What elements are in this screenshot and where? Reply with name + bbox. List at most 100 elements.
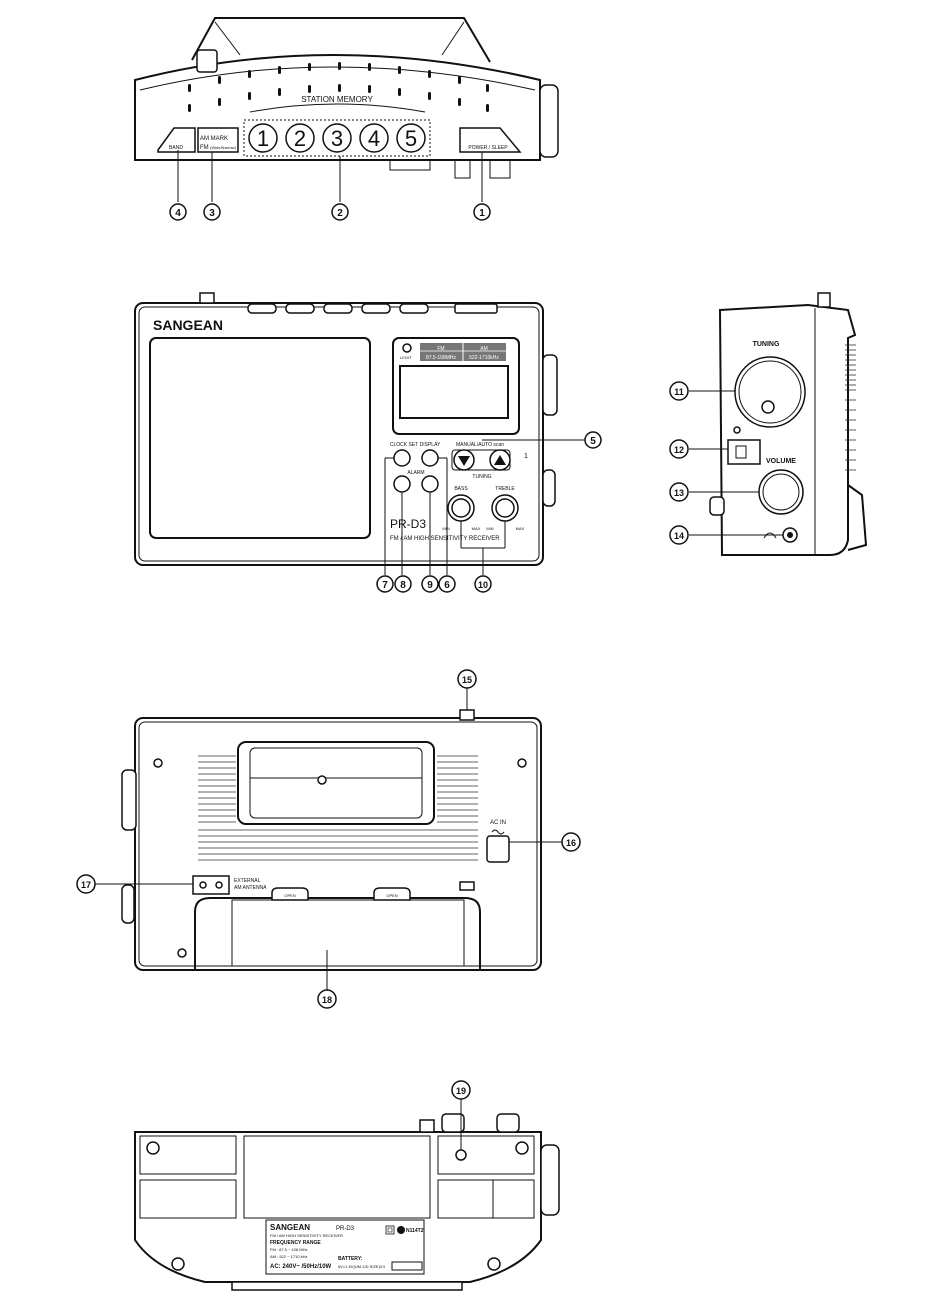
back-view: AC IN EXTERNAL AM ANTENNA OPEN OPEN 15 1… bbox=[76, 669, 581, 1009]
callout-10: 10 bbox=[474, 575, 492, 593]
svg-text:4: 4 bbox=[368, 126, 380, 151]
svg-text:18: 18 bbox=[322, 995, 332, 1005]
back-vent-left bbox=[198, 755, 236, 823]
clock-set-label: CLOCK SET bbox=[390, 442, 418, 448]
front-brand: SANGEAN bbox=[153, 317, 223, 333]
back-body bbox=[134, 717, 542, 971]
svg-text:17: 17 bbox=[81, 880, 91, 890]
display-button[interactable] bbox=[421, 449, 439, 467]
bottom-knob-edge bbox=[540, 1144, 560, 1216]
callout-1: 1 bbox=[473, 203, 491, 221]
band-am-label: AM bbox=[480, 346, 488, 352]
svg-text:14: 14 bbox=[674, 531, 684, 541]
cert-mark-icon bbox=[397, 1226, 405, 1234]
side-body bbox=[718, 303, 857, 556]
svg-text:1: 1 bbox=[479, 208, 485, 219]
external-antenna-label: EXTERNAL AM ANTENNA bbox=[234, 878, 267, 891]
callout-4: 4 bbox=[169, 203, 187, 221]
tuning-up-button[interactable] bbox=[489, 449, 511, 471]
battery-cover bbox=[194, 897, 481, 970]
side-ridges bbox=[845, 344, 856, 471]
svg-text:16: 16 bbox=[566, 838, 576, 848]
memory-button-1[interactable]: 1 bbox=[248, 123, 278, 153]
clock-set-button[interactable] bbox=[393, 449, 411, 467]
side-tuning-knob[interactable] bbox=[734, 356, 806, 428]
front-model: PR-D3 bbox=[390, 517, 426, 531]
side-volume-label: VOLUME bbox=[766, 458, 796, 465]
bottom-screw-hole bbox=[455, 1149, 467, 1161]
front-top-buttons bbox=[247, 303, 498, 314]
fm-mark-suffix: (Wide/Narrow) bbox=[210, 145, 236, 150]
memory-button-3[interactable]: 3 bbox=[322, 123, 352, 153]
svg-text:3: 3 bbox=[209, 208, 215, 219]
band-label: BAND bbox=[169, 145, 183, 151]
top-view: STATION MEMORY 1 2 3 4 5 BAND AM MARK bbox=[134, 17, 559, 221]
side-switch[interactable] bbox=[727, 439, 761, 465]
callout-15: 15 bbox=[457, 669, 477, 689]
callout-13: 13 bbox=[669, 482, 689, 502]
am-fm-mark-button[interactable] bbox=[197, 127, 239, 153]
band-button[interactable] bbox=[157, 127, 196, 153]
bass-knob[interactable] bbox=[447, 494, 475, 522]
svg-text:2: 2 bbox=[337, 208, 343, 219]
bottom-body bbox=[134, 1131, 542, 1283]
back-knob-edge-1 bbox=[121, 769, 137, 831]
alarm-label: ALARM bbox=[407, 470, 424, 476]
ac-in-socket[interactable] bbox=[486, 835, 510, 863]
top-speaker-holes bbox=[188, 62, 489, 112]
range-am-label: 522-1710kHz bbox=[469, 355, 499, 361]
tuning-down-button[interactable] bbox=[453, 449, 475, 471]
bottom-panels bbox=[139, 1135, 535, 1219]
svg-text:3: 3 bbox=[331, 126, 343, 151]
svg-text:6: 6 bbox=[444, 580, 450, 591]
treble-max: MAX bbox=[516, 526, 525, 531]
bottom-view: SANGEAN PR-D3 FM / AM HIGH SENSITIVITY R… bbox=[134, 1080, 560, 1291]
power-sleep-button[interactable] bbox=[459, 127, 522, 153]
svg-text:1: 1 bbox=[257, 126, 269, 151]
callout-18: 18 bbox=[317, 989, 337, 1009]
label-battery-spec: 6V=1.5V(UM-1/D SIZE)X4 bbox=[338, 1264, 386, 1269]
front-view: SANGEAN LIGHT FM AM 87.5-108MHz 522-1710… bbox=[134, 292, 602, 593]
treble-knob[interactable] bbox=[491, 494, 519, 522]
back-antenna-stub bbox=[459, 709, 475, 721]
label-description: FM / AM HIGH SENSITIVITY RECEIVER bbox=[270, 1233, 343, 1238]
front-antenna-stub bbox=[199, 292, 215, 304]
light-button[interactable] bbox=[402, 343, 412, 353]
open-tab-left[interactable] bbox=[271, 887, 309, 901]
alarm-2-button[interactable] bbox=[421, 475, 439, 493]
bass-min: MIN bbox=[442, 526, 449, 531]
label-cert-code: N114T2 bbox=[406, 1228, 424, 1234]
callout-19: 19 bbox=[451, 1080, 471, 1100]
label-fm-range: FM : 87.5 ~ 108 MHz bbox=[270, 1247, 307, 1252]
alarm-1-button[interactable] bbox=[393, 475, 411, 493]
display-panel bbox=[392, 337, 520, 435]
callout-9: 9 bbox=[421, 575, 439, 593]
back-vent-right bbox=[437, 755, 478, 823]
svg-text:5: 5 bbox=[405, 126, 417, 151]
label-am-range: AM : 522 ~ 1710 kHz bbox=[270, 1254, 307, 1259]
callout-14: 14 bbox=[669, 525, 689, 545]
bass-label: BASS bbox=[454, 486, 468, 492]
ac-in-label: AC IN bbox=[490, 820, 506, 826]
external-antenna-terminal[interactable] bbox=[192, 875, 230, 895]
front-volume-knob-edge bbox=[542, 469, 556, 507]
handle-recess bbox=[237, 741, 435, 825]
label-model: PR-D3 bbox=[336, 1226, 355, 1232]
front-tuning-knob-edge bbox=[542, 354, 558, 416]
memory-button-4[interactable]: 4 bbox=[359, 123, 389, 153]
svg-text:19: 19 bbox=[456, 1086, 466, 1096]
label-freq-title: FREQUENCY RANGE bbox=[270, 1240, 321, 1246]
am-mark-label: AM MARK bbox=[200, 136, 228, 142]
headphone-jack[interactable] bbox=[782, 527, 798, 543]
memory-button-5[interactable]: 5 bbox=[396, 123, 426, 153]
speaker-grille bbox=[149, 337, 371, 539]
label-brand: SANGEAN bbox=[270, 1223, 310, 1232]
front-subtitle: FM / AM HIGH SENSITIVITY RECEIVER bbox=[390, 536, 500, 542]
external-antenna-line: EXTERNAL bbox=[234, 878, 261, 884]
memory-button-2[interactable]: 2 bbox=[285, 123, 315, 153]
front-body bbox=[134, 302, 544, 566]
svg-text:2: 2 bbox=[294, 126, 306, 151]
treble-label: TREBLE bbox=[495, 486, 515, 492]
open-tab-right[interactable] bbox=[373, 887, 411, 901]
side-volume-knob[interactable] bbox=[758, 469, 804, 515]
